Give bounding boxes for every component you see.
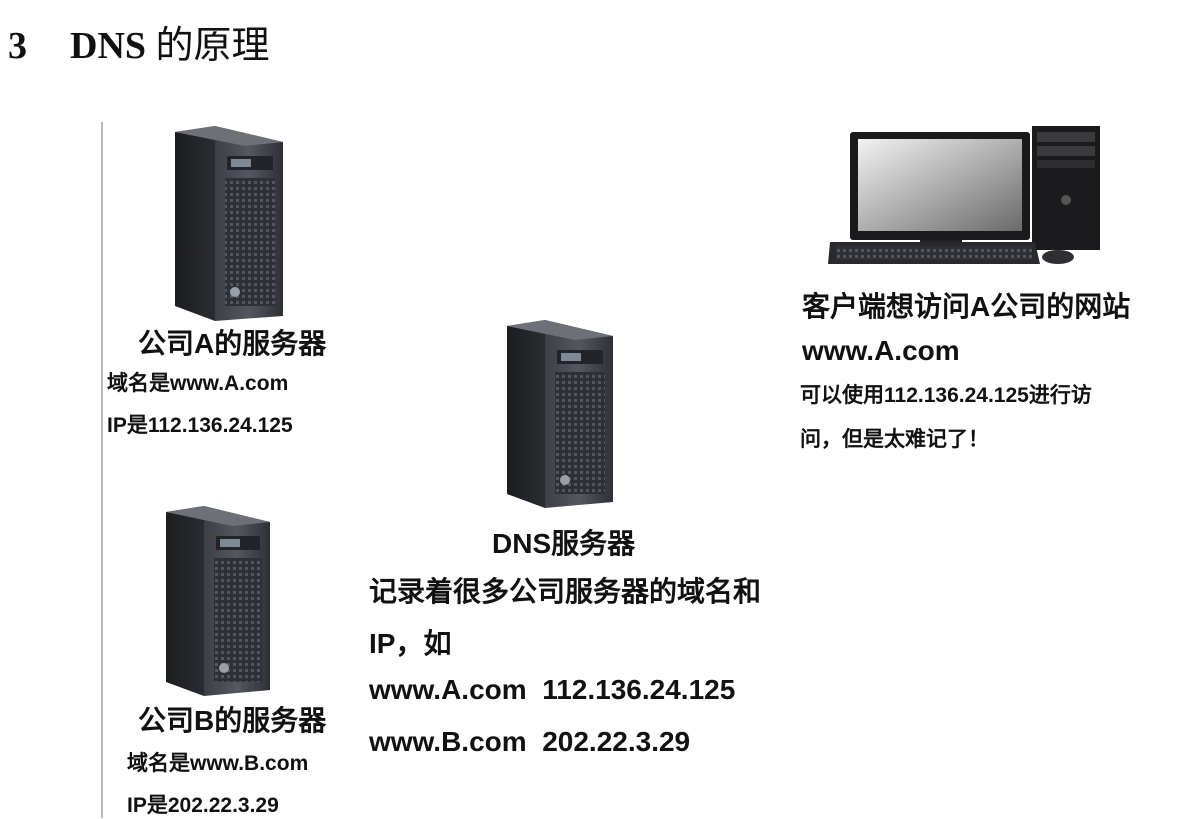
server-a-icon bbox=[175, 126, 283, 321]
client-note-line2: 问，但是太难记了！ bbox=[800, 428, 989, 451]
server-b-icon bbox=[166, 506, 270, 696]
server-b-domain: 域名是www.B.com bbox=[127, 752, 309, 775]
client-url: www.A.com bbox=[802, 335, 960, 366]
divider bbox=[101, 122, 103, 818]
client-computer-icon bbox=[828, 126, 1100, 264]
server-a-name: 公司A的服务器 bbox=[138, 328, 327, 359]
client-desc: 客户端想访问A公司的网站 bbox=[802, 291, 1131, 322]
dns-desc-line2: IP，如 bbox=[369, 628, 452, 659]
dns-record-b: www.B.com 202.22.3.29 bbox=[369, 726, 691, 757]
dns-record-a: www.A.com 112.136.24.125 bbox=[369, 674, 736, 705]
dns-desc-line1: 记录着很多公司服务器的域名和 bbox=[369, 576, 762, 607]
server-a-domain: 域名是www.A.com bbox=[107, 372, 289, 395]
client-note-line1: 可以使用112.136.24.125进行访 bbox=[800, 384, 1092, 407]
dns-server-icon bbox=[507, 320, 613, 508]
dns-server-name: DNS服务器 bbox=[492, 528, 636, 559]
server-b-ip: IP是202.22.3.29 bbox=[127, 794, 279, 817]
server-b-name: 公司B的服务器 bbox=[138, 705, 327, 736]
server-a-ip: IP是112.136.24.125 bbox=[107, 414, 293, 437]
